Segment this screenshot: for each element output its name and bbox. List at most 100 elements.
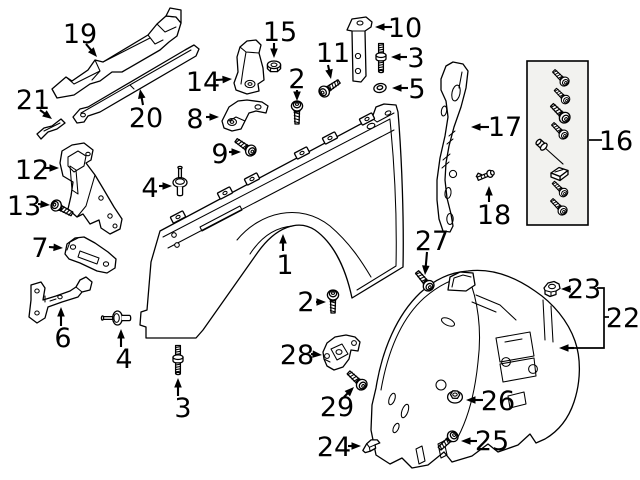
callout-label-10: 10	[388, 13, 422, 44]
callout-15: 15	[263, 17, 297, 58]
callout-11: 11	[316, 38, 350, 79]
callout-8: 8	[186, 104, 219, 135]
callout-arrow-head	[391, 53, 401, 61]
callout-arrow-head	[53, 243, 63, 252]
callout-23: 23	[561, 274, 601, 305]
part-17-brace	[436, 61, 469, 233]
callout-label-3b: 3	[174, 393, 191, 424]
callout-label-4b: 4	[115, 344, 132, 375]
fender-mount-tab	[216, 186, 234, 200]
part-12-bracket	[59, 142, 123, 235]
kit-pin-5	[535, 138, 564, 165]
part-9-screw	[232, 135, 259, 159]
part-8-bracket	[221, 99, 269, 132]
callout-arrow-head	[174, 378, 182, 388]
callout-21: 21	[16, 85, 52, 119]
callout-17: 17	[471, 112, 522, 143]
part-7-plate	[64, 236, 117, 274]
callout-1: 1	[276, 234, 294, 281]
callout-arrow-head	[49, 164, 59, 172]
callout-13: 13	[7, 191, 50, 222]
callout-20: 20	[129, 89, 163, 134]
callout-arrow-head	[87, 47, 97, 57]
callout-18: 18	[477, 186, 511, 231]
callout-3b: 3	[174, 378, 192, 424]
callout-arrow-head	[117, 329, 125, 339]
part-3a-stud	[375, 42, 387, 74]
part-6-bracket	[28, 276, 93, 324]
callout-2a: 2	[288, 64, 306, 101]
callout-label-9: 9	[211, 139, 228, 170]
part-29-screw	[344, 367, 370, 393]
callout-arrow-head	[57, 307, 65, 317]
callout-arrow-head	[344, 387, 354, 397]
callout-label-22: 22	[606, 303, 640, 334]
callout-3a: 3	[391, 43, 425, 74]
callout-14: 14	[186, 67, 232, 98]
callout-arrow-head	[471, 123, 481, 131]
callout-label-6: 6	[54, 323, 71, 354]
fender-mount-tab	[358, 112, 376, 126]
callout-25: 25	[461, 426, 509, 457]
callout-arrow-head	[461, 437, 471, 445]
callout-label-8: 8	[186, 104, 203, 135]
callout-arrow-head	[279, 234, 287, 244]
part-10-bracket	[346, 16, 373, 83]
callout-27: 27	[415, 226, 449, 275]
callout-arrow-head	[40, 200, 50, 208]
part-19-apron-rail	[51, 7, 182, 99]
callout-arrow-head	[392, 84, 402, 92]
callout-9: 9	[211, 139, 241, 170]
callout-label-12: 12	[15, 155, 49, 186]
callout-arrow-head	[162, 182, 172, 190]
callout-label-28: 28	[280, 340, 314, 371]
callout-19: 19	[63, 19, 97, 57]
callout-label-2a: 2	[288, 64, 305, 95]
callout-arrow-head	[222, 75, 232, 84]
callout-arrow-head	[466, 396, 476, 404]
callout-arrow-head	[138, 89, 146, 100]
callout-label-18: 18	[477, 200, 511, 231]
callout-arrow-head	[293, 91, 301, 101]
fender-mount-tab	[243, 172, 261, 186]
callout-label-25: 25	[475, 426, 509, 457]
fender-mount-tab	[169, 210, 187, 224]
part-2b-screw	[326, 289, 340, 314]
part-14-bracket	[233, 39, 265, 95]
callout-22: 22	[559, 287, 640, 352]
part-23-nut	[543, 280, 561, 298]
callout-arrow-head	[325, 68, 333, 79]
part-4b-rivet	[100, 310, 132, 326]
callout-label-21: 21	[16, 85, 50, 116]
callout-arrow-head	[485, 186, 493, 196]
callout-label-2b: 2	[297, 287, 314, 318]
callout-4a: 4	[141, 173, 172, 204]
callout-label-15: 15	[263, 17, 297, 48]
callout-arrow-head	[561, 285, 571, 293]
callout-label-19: 19	[63, 19, 97, 50]
callout-label-29: 29	[320, 392, 354, 423]
part-26-nut	[446, 390, 464, 404]
callout-arrow-head	[422, 265, 430, 275]
part-20-sill-strip	[72, 44, 200, 124]
callout-label-7: 7	[31, 233, 48, 264]
callout-26: 26	[466, 386, 515, 417]
callout-label-17: 17	[488, 112, 522, 143]
callout-label-23: 23	[567, 274, 601, 305]
callout-arrow-head	[270, 48, 278, 58]
callout-arrow-head	[375, 23, 385, 31]
part-1-fender	[139, 103, 404, 339]
callout-24: 24	[317, 432, 361, 463]
part-11-screw	[316, 76, 343, 100]
callout-label-14: 14	[186, 67, 220, 98]
fender-mount-tab	[293, 146, 311, 160]
callout-arrow-head	[559, 344, 569, 352]
callout-arrow-head	[351, 442, 361, 450]
part-3b-stud	[172, 344, 184, 376]
callout-arrow-head	[316, 298, 326, 306]
callout-label-24: 24	[317, 432, 351, 463]
callout-label-20: 20	[129, 103, 163, 134]
part-4a-rivet	[172, 165, 188, 197]
callout-arrow-head	[231, 148, 241, 156]
callout-label-16: 16	[599, 126, 633, 157]
